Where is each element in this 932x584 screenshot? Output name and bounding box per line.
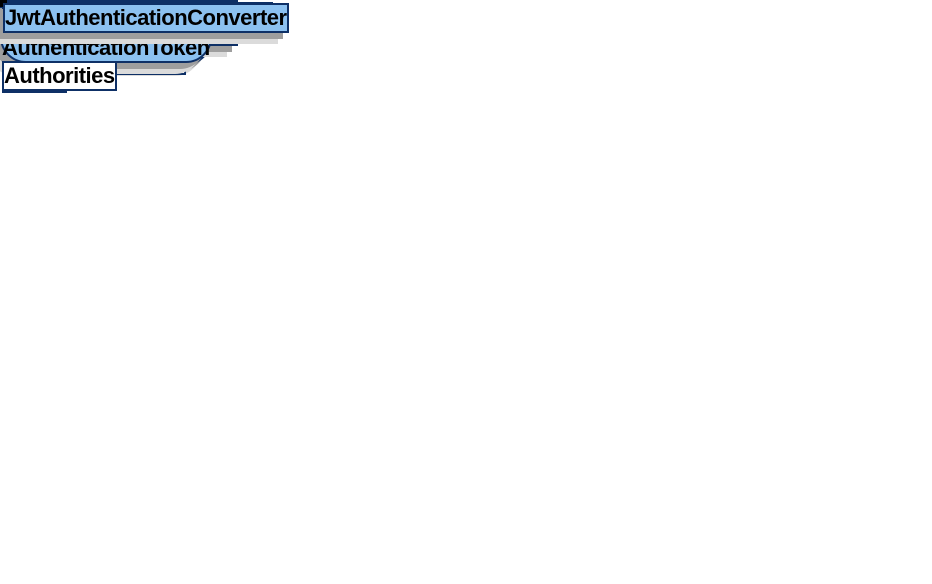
jwt-token-title-line2: AuthenticationToken [2, 35, 210, 60]
jwt-authentication-converter-label: JwtAuthenticationConverter [5, 5, 287, 30]
jwt-authentication-converter-node: JwtAuthenticationConverter [3, 3, 289, 33]
jwt-decoder-group: JwtDecoder JwtAuthenticationConverter [0, 0, 289, 33]
authorities-chip-label: Authorities [4, 63, 115, 88]
authorities-chip: Authorities [2, 61, 117, 91]
